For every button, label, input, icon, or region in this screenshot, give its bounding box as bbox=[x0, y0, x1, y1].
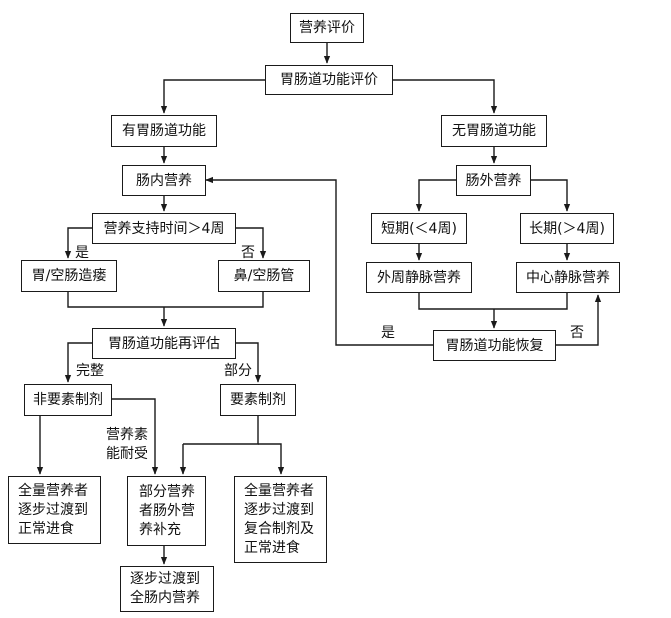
node-non-elemental: 非要素制剂 bbox=[24, 384, 112, 416]
node-support-duration: 营养支持时间＞4周 bbox=[92, 213, 236, 244]
arrow-duration-to-tube bbox=[236, 227, 267, 259]
arrow-parenteral-to-short bbox=[415, 179, 456, 212]
label-recovery-no: 否 bbox=[570, 325, 584, 341]
label-tolerable: 营养素 能耐受 bbox=[106, 427, 148, 462]
label-intact: 完整 bbox=[76, 363, 104, 379]
node-has-gi-function: 有胃肠道功能 bbox=[111, 115, 217, 147]
node-central-venous: 中心静脉营养 bbox=[516, 262, 620, 293]
arrow-gi-to-has-function bbox=[160, 79, 265, 114]
node-full-to-normal-diet: 全量营养者 逐步过渡到 正常进食 bbox=[8, 476, 101, 544]
arrow-elemental-to-compound bbox=[258, 443, 285, 475]
line-peripheral-central-merge bbox=[418, 293, 568, 310]
node-no-gi-function: 无胃肠道功能 bbox=[441, 115, 547, 147]
arrow-gi-to-no-function bbox=[393, 79, 498, 114]
node-gi-reassessment: 胃肠道功能再评估 bbox=[92, 328, 236, 359]
node-partial-parenteral-supplement: 部分营养 者肠外营 养补充 bbox=[127, 476, 206, 546]
label-recovery-yes: 是 bbox=[381, 325, 395, 341]
line-elemental-split bbox=[183, 416, 259, 445]
arrow-recovery-yes-to-enteral bbox=[205, 176, 433, 346]
node-elemental: 要素制剂 bbox=[220, 384, 296, 416]
label-yes-left: 是 bbox=[75, 245, 89, 261]
label-partial: 部分 bbox=[224, 363, 252, 379]
node-nutrition-assessment: 营养评价 bbox=[290, 13, 364, 43]
arrow-nonelemental-to-partial bbox=[112, 398, 159, 475]
arrow-duration-to-ostomy bbox=[64, 227, 92, 259]
node-gi-function-assessment: 胃肠道功能评价 bbox=[265, 65, 393, 95]
node-parenteral-nutrition: 肠外营养 bbox=[456, 165, 531, 196]
line-ostomy-down bbox=[67, 292, 264, 308]
arrow-recovery-no-to-central bbox=[556, 294, 602, 346]
node-gi-recovery: 胃肠道功能恢复 bbox=[433, 330, 556, 361]
label-no-left: 否 bbox=[241, 245, 255, 261]
node-full-to-compound-and-diet: 全量营养者 逐步过渡到 复合制剂及 正常进食 bbox=[234, 476, 327, 563]
node-gradual-full-enteral: 逐步过渡到 全肠内营养 bbox=[120, 566, 214, 612]
arrow-reassessment-to-elemental bbox=[236, 342, 262, 383]
arrow-reassessment-to-nonelemental bbox=[64, 342, 92, 383]
arrow-parenteral-to-long bbox=[531, 179, 571, 212]
node-naso-jejunal-tube: 鼻/空肠管 bbox=[218, 260, 310, 292]
node-gastro-jejunostomy: 胃/空肠造瘘 bbox=[21, 260, 117, 292]
node-enteral-nutrition: 肠内营养 bbox=[122, 165, 206, 196]
node-short-term: 短期(＜4周) bbox=[371, 213, 467, 244]
node-peripheral-venous: 外周静脉营养 bbox=[366, 262, 472, 293]
node-long-term: 长期(＞4周) bbox=[520, 213, 614, 244]
